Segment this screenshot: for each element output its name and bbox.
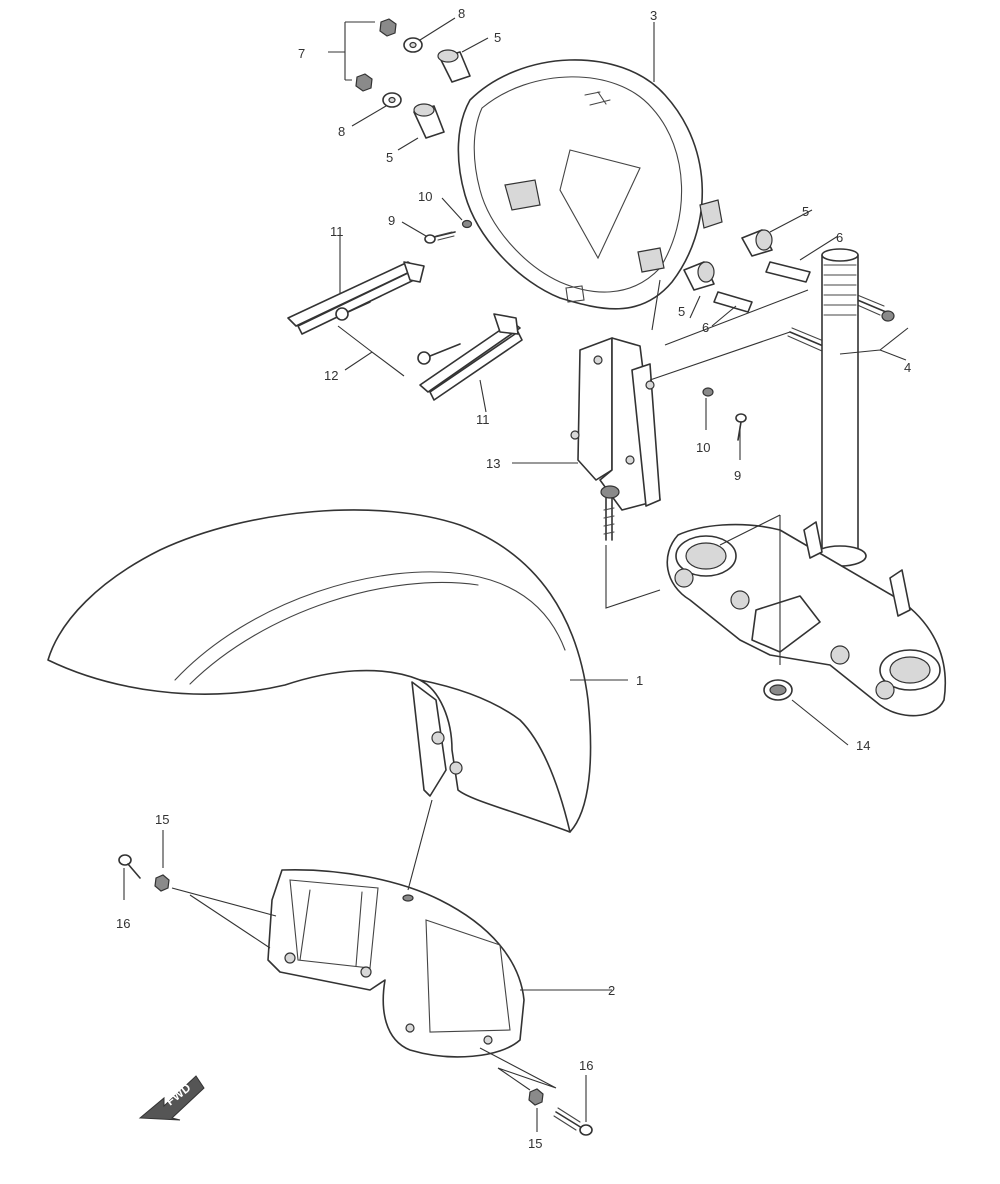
mounting-bracket xyxy=(570,337,661,541)
callout-10-upper: 10 xyxy=(418,189,432,204)
callout-13: 13 xyxy=(486,456,500,471)
nut-cover-right xyxy=(528,1088,544,1106)
stem-nut xyxy=(763,679,793,701)
callout-15-right: 15 xyxy=(528,1136,542,1151)
pin-right-upper xyxy=(765,261,811,283)
callout-8-upper: 8 xyxy=(458,6,465,21)
small-washer-lower xyxy=(702,387,714,397)
callout-10-lower: 10 xyxy=(696,440,710,455)
callout-11-right: 11 xyxy=(476,412,490,427)
screw-lower xyxy=(735,413,747,441)
pin-right-lower xyxy=(713,291,753,313)
washer-upper xyxy=(403,37,423,53)
callout-6-lower: 6 xyxy=(702,320,709,335)
callout-9-lower: 9 xyxy=(734,468,741,483)
bracket-right xyxy=(419,313,523,401)
nut-lower xyxy=(355,73,373,92)
callout-5-middle: 5 xyxy=(386,150,393,165)
bushing-upper xyxy=(437,49,471,83)
callout-numbers: 7 8 5 3 8 5 10 9 11 5 6 5 6 4 12 11 10 9… xyxy=(116,6,911,1151)
callout-15-left: 15 xyxy=(155,812,169,827)
triple-clamp xyxy=(666,248,947,717)
screw-bracket-right xyxy=(417,343,461,365)
front-fender xyxy=(47,509,592,833)
callout-3: 3 xyxy=(650,8,657,23)
callout-16-left: 16 xyxy=(116,916,130,931)
bushing-middle xyxy=(413,103,445,139)
callout-5-top: 5 xyxy=(494,30,501,45)
nut-cover-left xyxy=(154,874,170,892)
bracket-left xyxy=(287,261,425,335)
callout-12: 12 xyxy=(324,368,338,383)
callout-4: 4 xyxy=(904,360,911,375)
callout-8-lower: 8 xyxy=(338,124,345,139)
bushing-right-lower xyxy=(683,261,715,291)
screw-cover-left xyxy=(118,854,141,879)
nut-upper xyxy=(379,18,397,37)
fender-cover xyxy=(267,868,525,1058)
leader-lines xyxy=(123,17,909,1132)
headlight-shell xyxy=(457,59,723,310)
callout-11-left: 11 xyxy=(330,224,344,239)
screw-bracket-left xyxy=(335,301,371,321)
callout-1: 1 xyxy=(636,673,643,688)
callout-2: 2 xyxy=(608,983,615,998)
small-washer-upper xyxy=(461,219,473,229)
callout-16-right: 16 xyxy=(579,1058,593,1073)
forward-direction-arrow: FWD xyxy=(138,1075,205,1121)
callout-14: 14 xyxy=(856,738,870,753)
callout-7: 7 xyxy=(298,46,305,61)
callout-5-right-upper: 5 xyxy=(802,204,809,219)
screw-upper xyxy=(424,231,456,244)
callout-5-right-lower: 5 xyxy=(678,304,685,319)
washer-lower xyxy=(382,92,402,108)
callout-6-upper: 6 xyxy=(836,230,843,245)
callout-9-upper: 9 xyxy=(388,213,395,228)
bushing-right-upper xyxy=(741,229,773,257)
screw-cover-right xyxy=(553,1107,593,1136)
